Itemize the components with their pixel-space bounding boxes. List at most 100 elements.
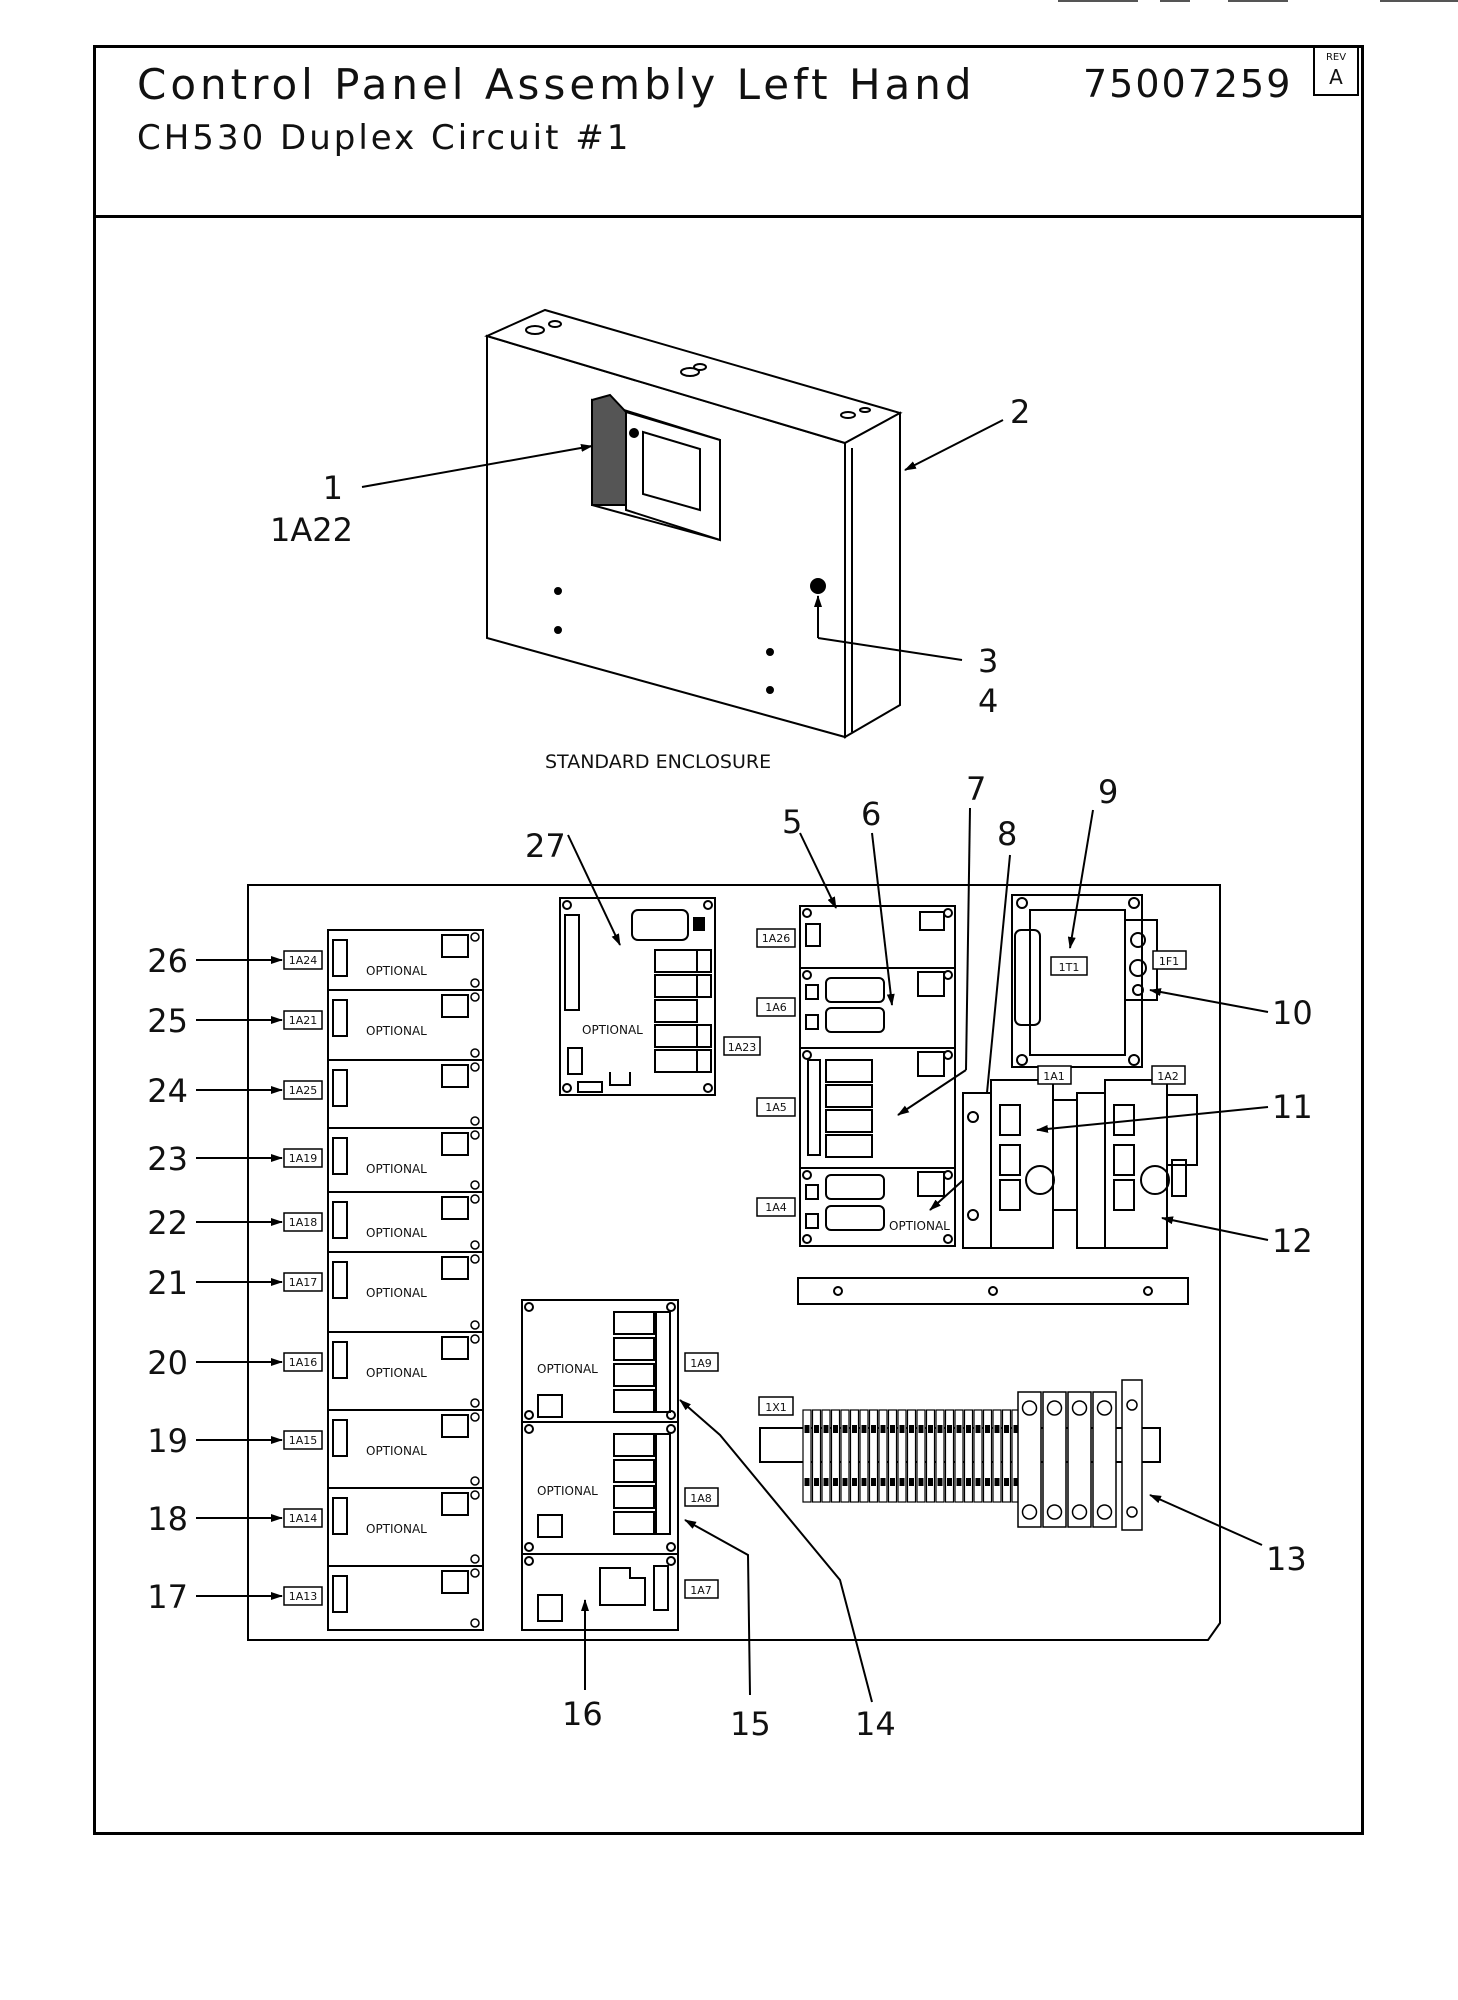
terminal-screw [814, 1478, 819, 1486]
tag-label: 1A2 [1157, 1070, 1179, 1083]
connector [441, 1196, 469, 1220]
edge-mark [1058, 0, 1138, 2]
enclosure-knockout [840, 411, 856, 419]
connector [441, 1064, 469, 1088]
enclosure-lock [810, 578, 826, 594]
revision-label: REV [1325, 52, 1347, 63]
connector [441, 1336, 469, 1360]
tag-box [283, 1272, 323, 1292]
terminal-screw [823, 1425, 829, 1433]
enclosure-caption: STANDARD ENCLOSURE [545, 751, 771, 773]
board-label: OPTIONAL [366, 1286, 427, 1300]
terminal-screw [937, 1425, 943, 1433]
tag-label: 1A1 [1043, 1070, 1065, 1083]
tag-1f1: 1F1 [1152, 950, 1187, 970]
callout-label: 25 [147, 1002, 188, 1040]
connector [332, 1575, 348, 1613]
mounting-screw [470, 1194, 480, 1204]
mounting-screw [470, 1618, 480, 1628]
tag-label: 1A9 [690, 1357, 712, 1370]
terminal-block [830, 1409, 841, 1503]
tag-box [756, 997, 796, 1017]
mounting-screw [470, 978, 480, 988]
terminal-block [1001, 1409, 1012, 1503]
mounting-screw [470, 1398, 480, 1408]
board-label: OPTIONAL [366, 1522, 427, 1536]
connector [441, 1570, 469, 1594]
terminal-screw [823, 1478, 829, 1486]
callout-label: 6 [861, 795, 881, 833]
board-outline [327, 1565, 484, 1631]
fuse-holder [1017, 1391, 1042, 1528]
left-board-column: OPTIONAL1A2426OPTIONAL1A21251A2524OPTION… [147, 929, 484, 1631]
tag-label: 1A4 [765, 1201, 787, 1214]
board-label: OPTIONAL [889, 1219, 950, 1233]
fuse-holder [1042, 1391, 1067, 1528]
connector [332, 1137, 348, 1175]
tag-label: 1X1 [765, 1401, 787, 1414]
tag-box [283, 1148, 323, 1168]
tag-1a23: 1A23 [723, 1036, 761, 1056]
callout-label: 4 [978, 682, 998, 720]
terminal-screw [852, 1478, 857, 1486]
callout-label: 1A22 [270, 511, 353, 549]
tag-1t1: 1T1 [1050, 956, 1088, 976]
terminal-screw [918, 1478, 924, 1486]
mounting-screw [470, 1568, 480, 1578]
enclosure-knockout [525, 325, 545, 335]
connector [332, 1261, 348, 1299]
callout-label: 20 [147, 1344, 188, 1382]
tag-label: 1A6 [765, 1001, 787, 1014]
left-board: OPTIONAL [327, 1487, 484, 1567]
terminal-block [887, 1409, 898, 1503]
mounting-screw [470, 1490, 480, 1500]
left-board: OPTIONAL [327, 989, 484, 1061]
leader-line [1161, 1216, 1269, 1241]
terminal-block [963, 1409, 974, 1503]
callout-label: 24 [147, 1072, 188, 1110]
display-screen [642, 430, 701, 512]
terminal-screw [871, 1478, 876, 1486]
connector [441, 934, 469, 958]
terminal-block [811, 1409, 822, 1503]
leader-line [1036, 1106, 1269, 1133]
part-number: 75007259 [1083, 62, 1293, 106]
tag-label: 1A13 [289, 1590, 318, 1603]
callout-label: 1 [323, 469, 343, 507]
tag-label: 1A8 [690, 1492, 712, 1505]
board-label: OPTIONAL [537, 1484, 598, 1498]
board-outline [327, 1409, 484, 1489]
bottom-callout-leaders [581, 1399, 873, 1703]
terminal-block [897, 1409, 907, 1503]
terminal-screw [1004, 1425, 1009, 1433]
tag-box [756, 1097, 796, 1117]
terminal-screw [966, 1425, 971, 1433]
fuse-cap [1071, 1504, 1088, 1520]
contactors [962, 1079, 1198, 1249]
terminal-screw [833, 1478, 838, 1486]
tag-label: 1A26 [762, 932, 791, 945]
terminal-screw [947, 1425, 952, 1433]
mounting-screw [470, 1476, 480, 1486]
callout-label: 18 [147, 1500, 188, 1538]
fuse-holder [1067, 1391, 1092, 1528]
terminal-screw [994, 1425, 1000, 1433]
mounting-screw [470, 1130, 480, 1140]
terminal-screw [956, 1478, 962, 1486]
terminal-screw [880, 1425, 886, 1433]
board-label: OPTIONAL [366, 1226, 427, 1240]
board-outline [327, 929, 484, 991]
mounting-screw [470, 1554, 480, 1564]
leader-line [567, 834, 621, 946]
terminal-screw [842, 1425, 848, 1433]
callout-label: 16 [562, 1695, 603, 1733]
terminal-screw [871, 1425, 876, 1433]
end-stop-screw [1126, 1399, 1138, 1411]
fuse-holder [1092, 1391, 1117, 1528]
fuse-cap [1071, 1400, 1088, 1416]
mounting-screw [470, 1062, 480, 1072]
left-board: OPTIONAL [327, 1331, 484, 1411]
terminal-screw [956, 1425, 962, 1433]
right-board-stack [799, 905, 956, 1247]
mounting-screw [470, 1254, 480, 1264]
